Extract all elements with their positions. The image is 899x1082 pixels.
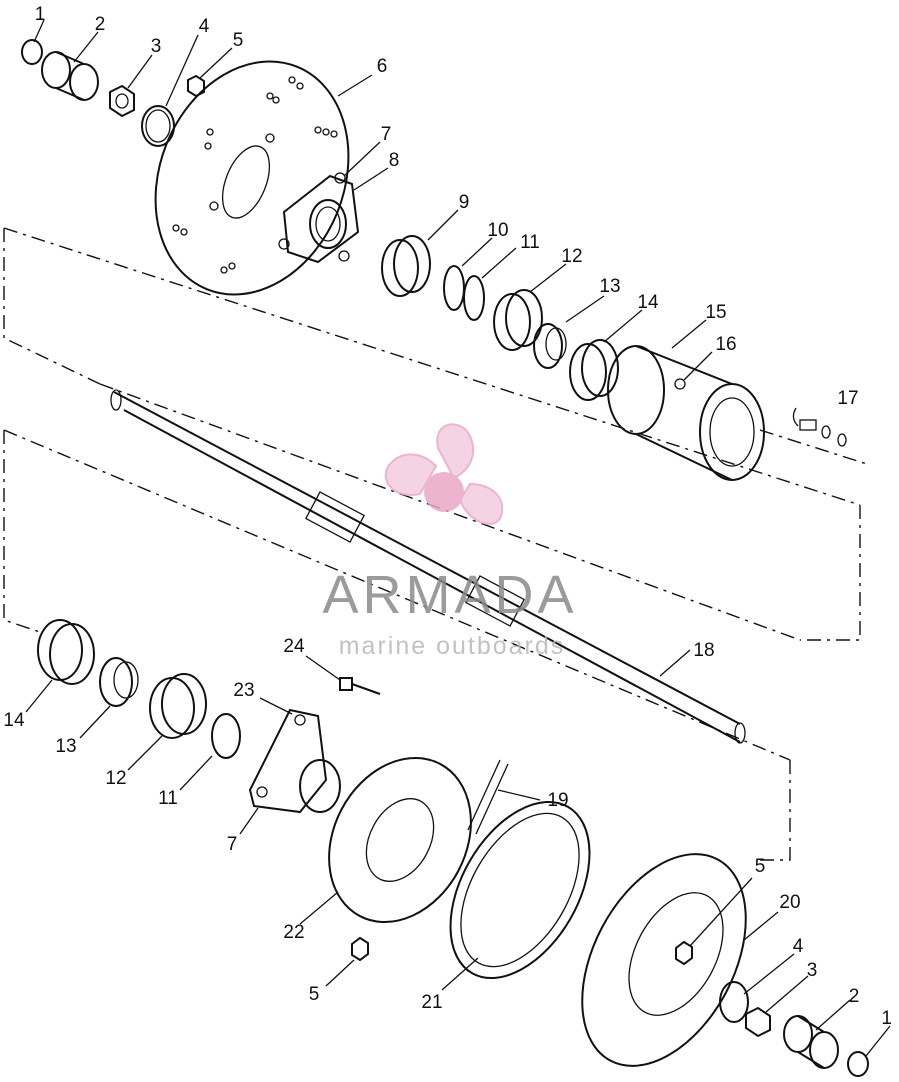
callout-8: 8 [389, 150, 400, 171]
callout-12: 12 [561, 246, 582, 267]
callout-20: 20 [779, 892, 800, 913]
part-bushing-upper [41, 51, 99, 101]
callout-16: 16 [715, 334, 736, 355]
watermark-brand: ARMADA [322, 565, 577, 625]
armada-watermark: ARMADA marine outboards [322, 423, 577, 660]
callout-10: 10 [487, 220, 508, 241]
part-snap-ring-10 [443, 265, 465, 311]
part-snap-ring-upper [21, 39, 43, 65]
callout-4: 4 [199, 16, 210, 37]
callout-18: 18 [693, 640, 714, 661]
part-nut-3-lower [745, 1006, 771, 1038]
callout-12-lower: 12 [105, 768, 126, 789]
callout-6: 6 [377, 56, 388, 77]
part-washer-11-lower [211, 713, 241, 759]
callout-1-lower: 1 [881, 1008, 892, 1029]
part-sprocket-22 [328, 756, 472, 924]
part-bushing-2-lower [783, 1015, 839, 1069]
callout-7-lower: 7 [227, 834, 238, 855]
callout-13-lower: 13 [55, 736, 76, 757]
part-bearing-cup-12-upper [493, 289, 543, 351]
part-bearing-cone-13-upper [533, 323, 567, 369]
part-washer-11-upper [463, 275, 485, 321]
callout-15: 15 [705, 302, 726, 323]
part-brake-disc-upper [154, 60, 350, 296]
part-bearing-cone-13-lower [99, 657, 139, 707]
callout-14: 14 [637, 292, 659, 313]
part-brake-disc-lower-20 [581, 853, 747, 1067]
callout-19: 19 [547, 790, 568, 811]
callout-21: 21 [421, 992, 442, 1013]
callout-7: 7 [381, 124, 392, 145]
part-guard-ring-21 [449, 800, 591, 980]
callout-1: 1 [35, 4, 46, 25]
propeller-logo-icon [384, 423, 504, 525]
part-bearing-cup-14-upper [569, 339, 619, 401]
part-bolt-set-17 [792, 407, 847, 447]
callout-14-lower: 14 [3, 710, 25, 731]
part-bearing-housing-15 [607, 345, 765, 481]
callout-2-lower: 2 [849, 986, 860, 1007]
callout-11-lower: 11 [158, 788, 178, 809]
part-bearing-race-9 [381, 235, 431, 297]
part-bearing-cup-12-lower [149, 673, 207, 739]
callout-3: 3 [151, 36, 162, 57]
part-hub-upper [278, 172, 360, 264]
callout-2: 2 [95, 14, 106, 35]
callout-5-lower-left: 5 [309, 984, 320, 1005]
part-bolt-24 [339, 677, 381, 695]
disc-vent-holes [172, 76, 338, 274]
callout-labels: 1 2 3 4 5 6 7 8 9 10 11 12 13 14 15 16 1… [3, 4, 892, 1029]
callout-24: 24 [283, 636, 305, 657]
callout-23: 23 [233, 680, 254, 701]
part-small-nut-upper [187, 74, 205, 98]
part-chain-19 [467, 759, 509, 835]
callout-4-lower: 4 [793, 936, 804, 957]
leader-lines [25, 19, 891, 1057]
part-nut-5-lower-left [351, 936, 369, 962]
part-bearing-cup-14-lower [37, 619, 95, 685]
part-nut-upper [109, 84, 135, 118]
part-hub-lower-23 [248, 708, 341, 814]
part-washer-4-lower [719, 981, 749, 1023]
callout-11: 11 [520, 232, 540, 253]
callout-5: 5 [233, 30, 244, 51]
callout-9: 9 [459, 192, 470, 213]
callout-22: 22 [283, 922, 304, 943]
callout-3-lower: 3 [807, 960, 818, 981]
part-snap-ring-1-lower [847, 1051, 869, 1077]
watermark-tagline: marine outboards [339, 632, 566, 660]
callout-13: 13 [599, 276, 620, 297]
callout-5-lower-right: 5 [755, 856, 766, 877]
callout-17: 17 [837, 388, 858, 409]
assembly-guide-lines [3, 227, 871, 861]
part-axle-18 [110, 389, 746, 744]
